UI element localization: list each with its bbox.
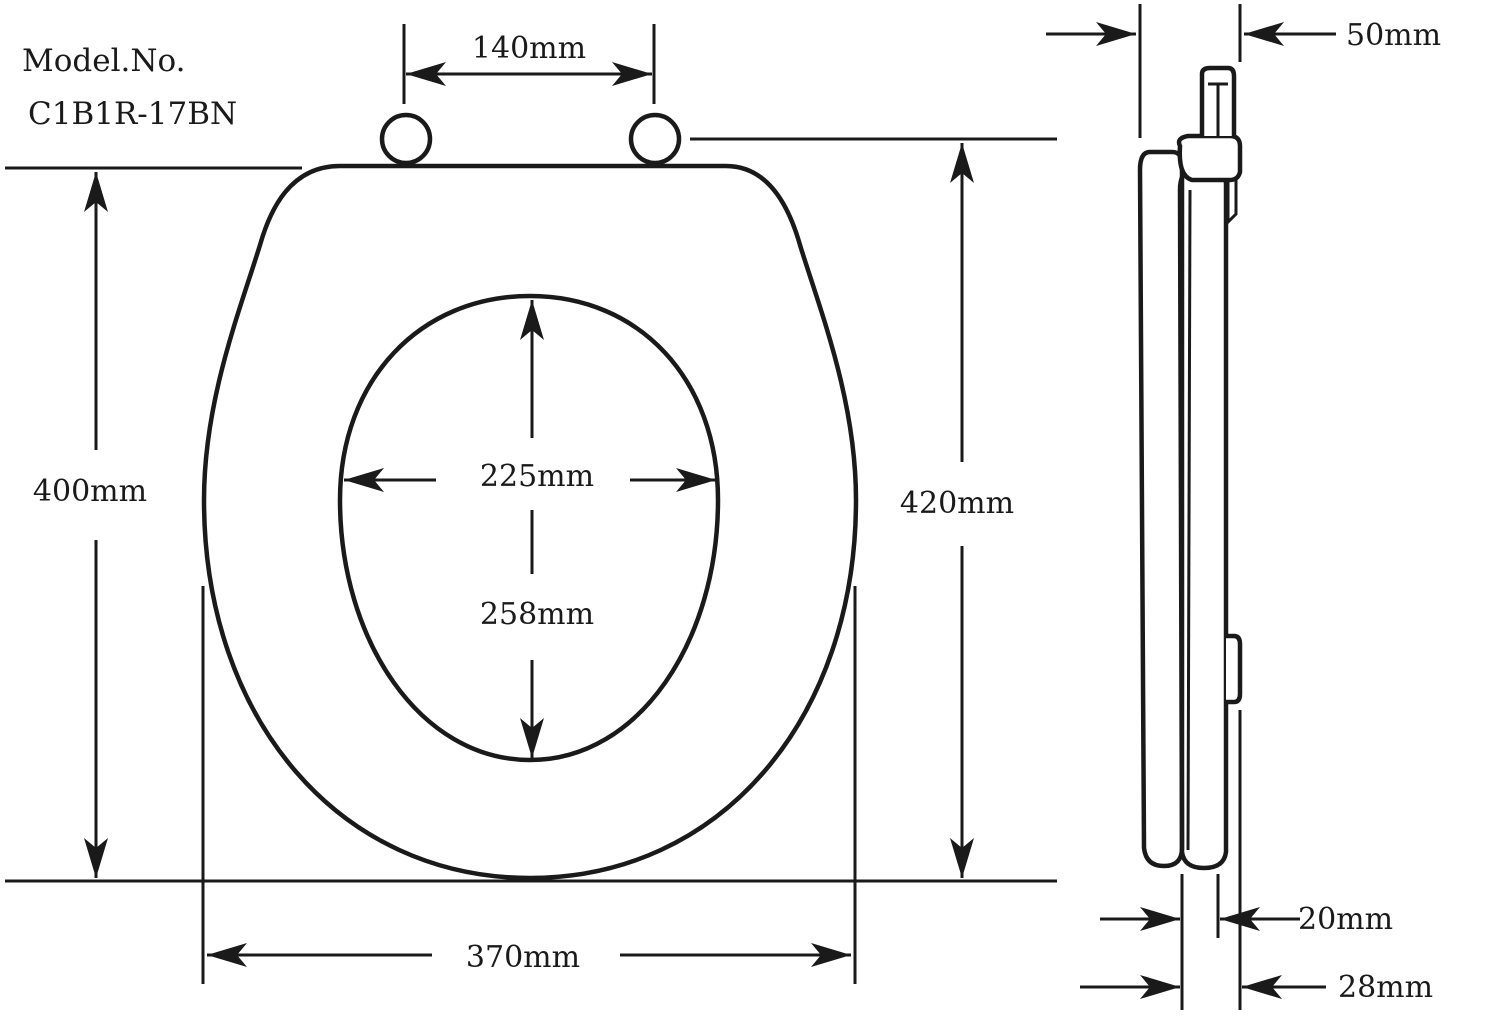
dim-seat-length: 400mm [33,474,147,509]
lid-profile [1137,149,1185,869]
dim-lid-thickness: 28mm [1338,970,1433,1005]
seat-opening-outline [337,293,721,763]
seat-side-view [1137,65,1243,871]
seat-front-view [201,112,859,881]
dim-seat-width: 370mm [466,940,580,975]
dim-opening-width: 225mm [480,459,594,494]
hinge-block [1176,133,1243,183]
dim-hinge-spacing: 140mm [472,31,586,66]
seat-outer-outline [201,163,859,881]
dim-hinge-height: 50mm [1346,18,1441,53]
dim-overall-length: 420mm [900,486,1014,521]
dim-seat-thickness: 20mm [1298,902,1393,937]
model-number: C1B1R-17BN [28,96,237,132]
hinge-right-circle [628,112,682,166]
front-dimension-lines [5,24,1057,984]
hinge-left-circle [379,112,433,166]
bumper [1226,633,1243,705]
model-label: Model.No. [22,43,185,79]
side-dimension-lines [1046,4,1336,1010]
dim-opening-length: 258mm [480,597,594,632]
